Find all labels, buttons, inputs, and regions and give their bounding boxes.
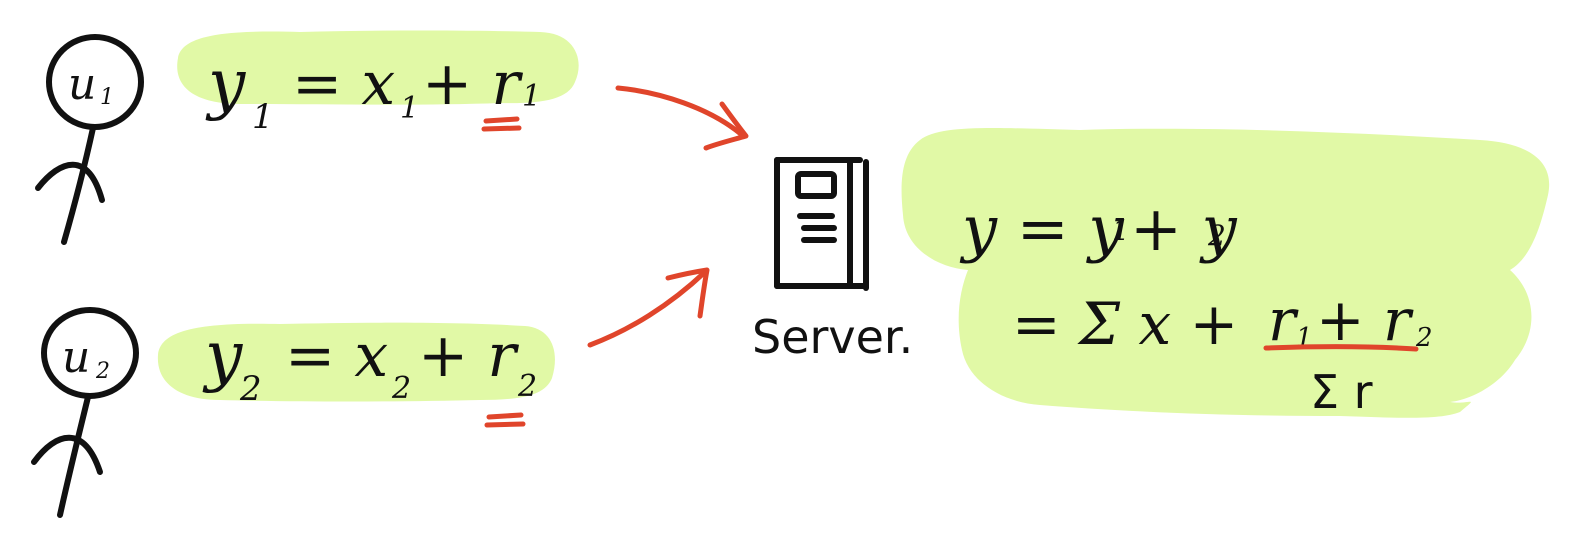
user-1-underline [481,116,522,132]
user-2-underline [484,412,526,428]
user-2-label: u [62,332,90,383]
result-line2-r2-sub: 2 [1415,323,1433,353]
user-1-equation: y 1 = x 1 + r 1 [205,45,541,137]
user-1-group: u 1 y 1 = x 1 + r 1 [35,30,579,245]
result-annotation: Σ r [1310,365,1373,419]
server-icon [774,157,869,291]
result-group: y = y 1 + y 2 = Σ x + r 1 + r 2 Σ r [901,128,1550,419]
result-line1-sub2: 2 [1207,219,1226,252]
arrow-icon [587,267,710,348]
user-2-eq-plus: + r [418,321,519,391]
result-line1-sub1: 1 [1112,214,1130,247]
result-line2-plus: + r [1316,286,1414,354]
user-2-equation: y 2 = x 2 + r 2 [202,317,537,409]
stick-figure-icon [31,307,139,518]
user-1-eq-lhs: y [205,45,246,122]
user-2-eq-lhs-sub: 2 [239,369,262,409]
user-1-eq-lhs-sub: 1 [252,97,274,137]
arrow-icon [615,85,749,151]
user-1-eq-eq: = x [292,49,395,119]
server-label: Server. [752,310,913,364]
user-1-highlight [177,30,579,105]
user-2-highlight [157,322,555,402]
user-2-group: u 2 y 2 = x 2 + r 2 [31,307,555,518]
user-1-label-sub: 1 [100,85,114,110]
user-1-eq-r-sub: 1 [522,79,541,114]
user-2-eq-x-sub: 2 [391,371,411,406]
result-line1-lhs: y = y [959,192,1124,265]
result-line2-r1: r [1268,286,1299,354]
result-highlight [901,128,1550,418]
user-1-eq-x-sub: 1 [400,91,419,126]
result-line1-mid: + y [1130,192,1238,265]
user-2-eq-eq: = x [285,321,388,391]
user-2-label-sub: 2 [95,359,110,384]
stick-figure-icon [35,34,144,245]
user-1-label: u [68,59,96,110]
user-2-eq-lhs: y [202,317,243,394]
user-1-eq-plus: + r [422,49,523,119]
result-line2-prefix: = Σ x + [1012,290,1238,358]
result-underline [1263,344,1419,352]
user-2-eq-r-sub: 2 [517,369,537,404]
